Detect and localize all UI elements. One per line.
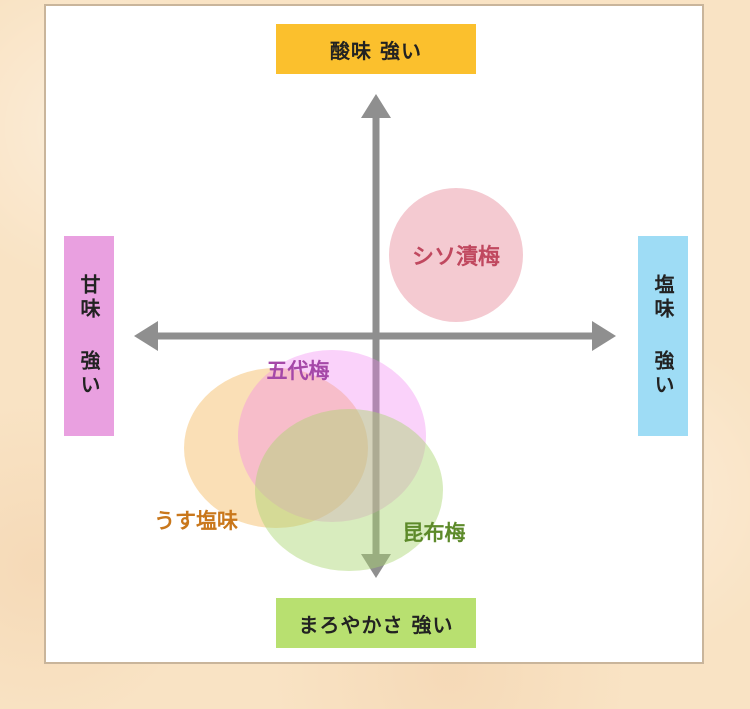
right-axis-label: 塩味 強い (638, 236, 688, 436)
konbu-ellipse (255, 409, 443, 571)
shiso-circle (389, 188, 523, 322)
right-axis-text: 塩味 強い (651, 274, 675, 398)
bottom-axis-text: まろやかさ 強い (298, 612, 454, 637)
godai-label: 五代梅 (267, 358, 330, 383)
konbu-label: 昆布梅 (403, 520, 466, 545)
usushio-ellipse (184, 368, 368, 528)
top-axis-text: 酸味 強い (330, 38, 422, 63)
godai-ellipse (238, 350, 426, 522)
left-axis-text: 甘味 強い (77, 274, 101, 398)
arrow-down-icon (361, 554, 391, 578)
arrow-up-icon (361, 94, 391, 118)
arrow-right-icon (592, 321, 616, 351)
shiso-label: シソ漬梅 (412, 244, 500, 270)
usushio-label: うす塩味 (154, 508, 238, 533)
chart-panel: 酸味 強い まろやかさ 強い 甘味 強い 塩味 強い シソ漬梅 五代梅 うす塩味… (44, 4, 704, 664)
arrow-left-icon (134, 321, 158, 351)
left-axis-label: 甘味 強い (64, 236, 114, 436)
bottom-axis-label: まろやかさ 強い (276, 598, 476, 648)
top-axis-label: 酸味 強い (276, 24, 476, 74)
flavor-map: シソ漬梅 五代梅 うす塩味 昆布梅 (134, 94, 616, 578)
